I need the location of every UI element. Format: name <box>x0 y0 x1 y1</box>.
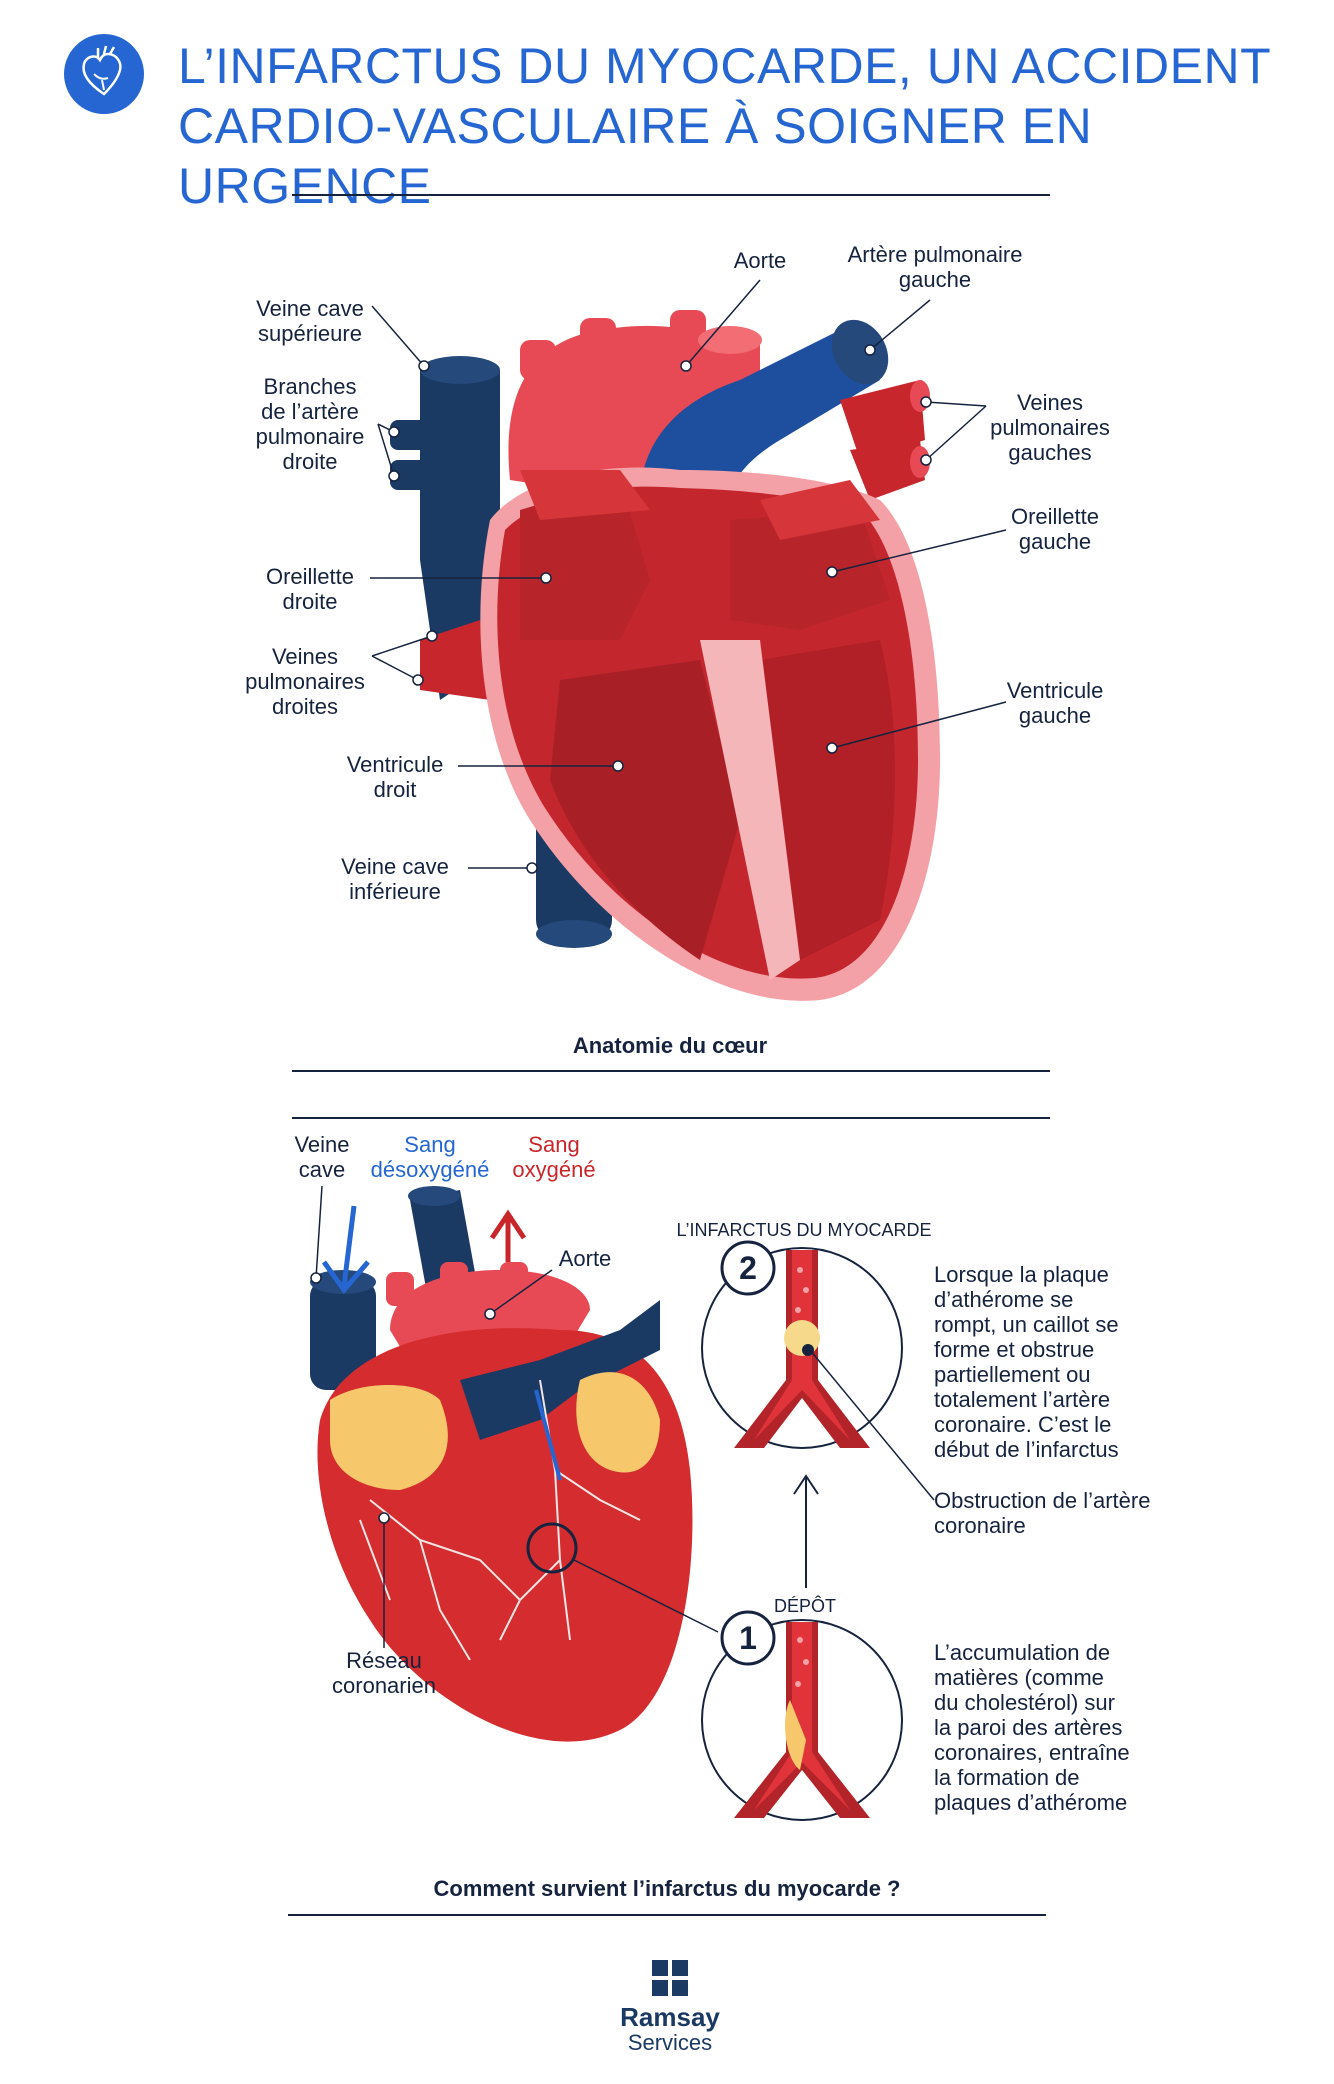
infarct-top-divider <box>292 1117 1050 1119</box>
step-1-number: 1 <box>739 1620 757 1656</box>
step-2-number: 2 <box>739 1250 757 1286</box>
brand-name: Ramsay <box>620 2002 720 2032</box>
title-line-1: L’INFARCTUS DU MYOCARDE, UN ACCIDENT <box>178 38 1272 94</box>
brand-subtitle: Services <box>627 2030 713 2055</box>
heart-logo-badge <box>64 34 144 114</box>
infarct-bottom-divider <box>288 1914 1046 1916</box>
page-title: L’INFARCTUS DU MYOCARDE, UN ACCIDENT CAR… <box>178 36 1298 216</box>
top-divider <box>292 194 1050 196</box>
anatomy-caption: Anatomie du cœur <box>572 1033 768 1058</box>
anatomy-bottom-divider <box>292 1070 1050 1072</box>
label-depot: DÉPÔT <box>773 1596 836 1616</box>
infarct-caption: Comment survient l’infarctus du myocarde… <box>433 1876 901 1901</box>
title-line-2: CARDIO-VASCULAIRE À SOIGNER EN URGENCE <box>178 98 1093 214</box>
ramsay-logo-icon <box>652 1960 688 1996</box>
heart-anatomy-illustration <box>390 310 940 1001</box>
heart-outline-icon <box>82 45 122 96</box>
stage-title: L’INFARCTUS DU MYOCARDE <box>676 1220 932 1240</box>
anatomy-leader-lines <box>370 279 1007 874</box>
label-aorte-2: Aorte <box>558 1246 612 1271</box>
label-aorte: Aorte <box>733 248 787 273</box>
